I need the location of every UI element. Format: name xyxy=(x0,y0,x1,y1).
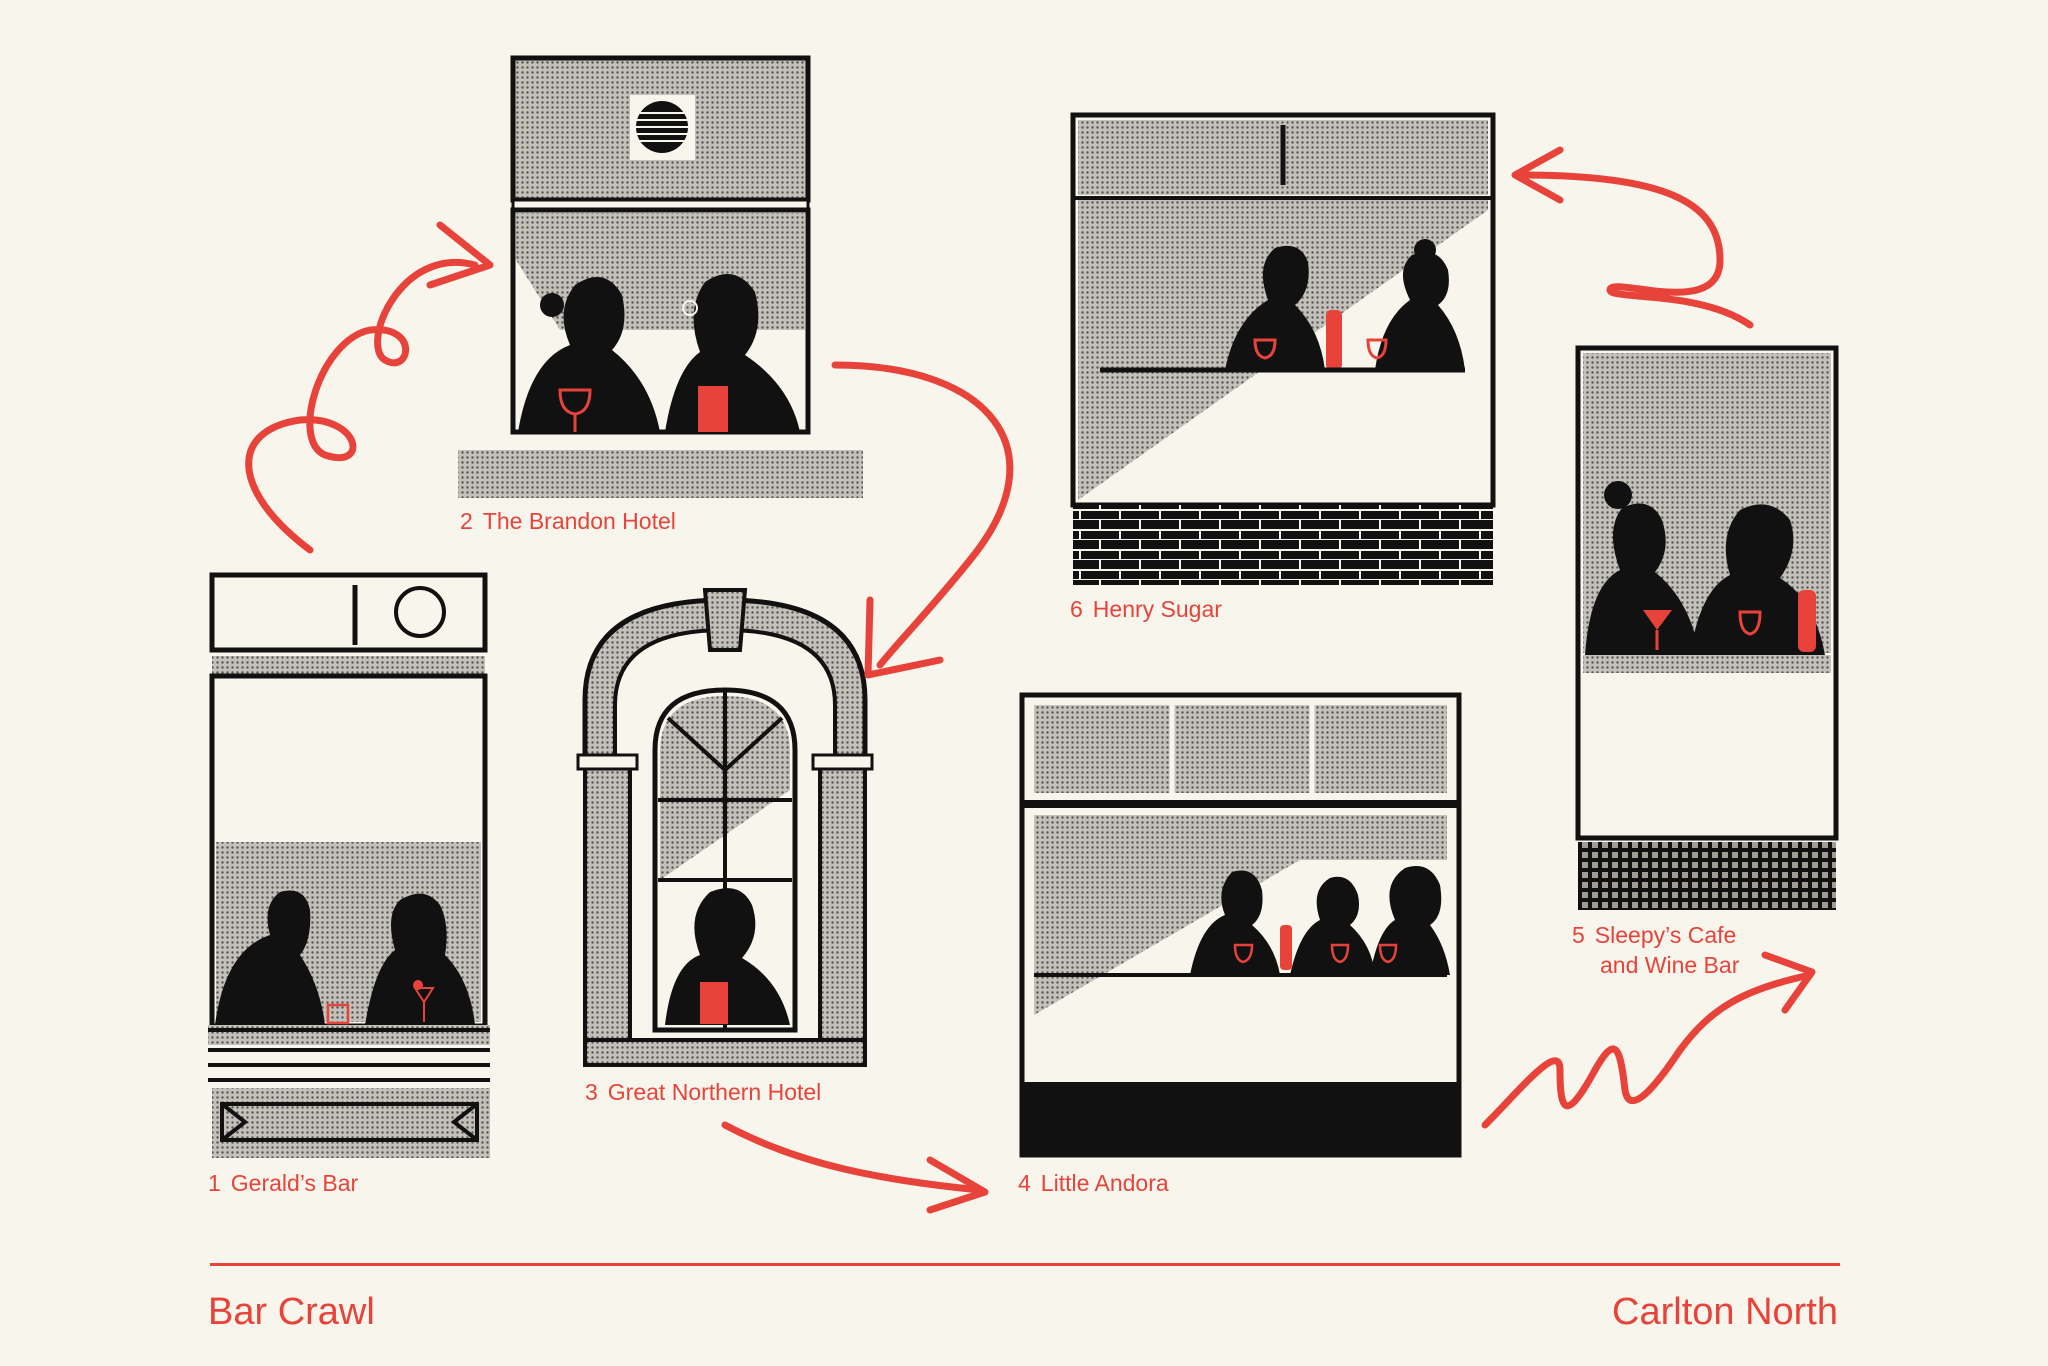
stop-label-3: 3 Great Northern Hotel xyxy=(585,1077,821,1107)
footer-location: Carlton North xyxy=(1612,1291,1838,1333)
stop-number-5: 5 xyxy=(1572,922,1585,948)
footer-title: Bar Crawl xyxy=(208,1291,375,1333)
stop-name-5: Sleepy’s Cafe xyxy=(1594,922,1737,948)
route-arrow-4-to-5 xyxy=(1481,971,1814,1129)
route-arrow-head-2 xyxy=(426,221,494,289)
stop-name-6: Henry Sugar xyxy=(1092,596,1222,622)
window-little-andora xyxy=(1019,692,1462,1158)
stop-name-2: The Brandon Hotel xyxy=(482,508,676,534)
window-great-northern-hotel xyxy=(576,588,874,1067)
stop-number-4: 4 xyxy=(1018,1170,1031,1196)
route-arrow-2-to-3 xyxy=(831,361,1014,669)
stop-name-5-line2: and Wine Bar xyxy=(1600,952,1740,978)
route-arrows xyxy=(245,146,1816,1214)
stop-label-5-line2: and Wine Bar xyxy=(1600,950,1739,980)
stop-label-6: 6 Henry Sugar xyxy=(1070,594,1222,624)
route-arrow-head-6 xyxy=(1511,146,1564,204)
stop-name-3: Great Northern Hotel xyxy=(607,1079,822,1105)
stop-label-5: 5 Sleepy’s Cafe xyxy=(1572,920,1736,950)
route-arrow-5-to-6 xyxy=(1516,171,1754,329)
route-arrow-1-to-2 xyxy=(245,259,479,554)
route-arrow-head-4 xyxy=(926,1156,989,1214)
stop-name-4: Little Andora xyxy=(1040,1170,1169,1196)
window-sleepys-cafe-and-wine-bar xyxy=(1575,345,1839,910)
window-geralds-bar xyxy=(208,572,490,1158)
window-henry-sugar xyxy=(1070,112,1496,585)
stop-label-2: 2 The Brandon Hotel xyxy=(460,506,676,536)
stop-name-1: Gerald’s Bar xyxy=(230,1170,359,1196)
stop-label-1: 1 Gerald’s Bar xyxy=(208,1168,358,1198)
stop-number-2: 2 xyxy=(460,508,473,534)
window-the-brandon-hotel xyxy=(458,55,863,498)
route-arrow-3-to-4 xyxy=(721,1121,984,1194)
stop-label-4: 4 Little Andora xyxy=(1018,1168,1169,1198)
route-arrow-head-5 xyxy=(1761,951,1816,1014)
stop-number-6: 6 xyxy=(1070,596,1083,622)
stop-number-3: 3 xyxy=(585,1079,598,1105)
footer-divider xyxy=(210,1263,1840,1266)
route-arrow-head-3 xyxy=(864,596,944,679)
stop-number-1: 1 xyxy=(208,1170,221,1196)
